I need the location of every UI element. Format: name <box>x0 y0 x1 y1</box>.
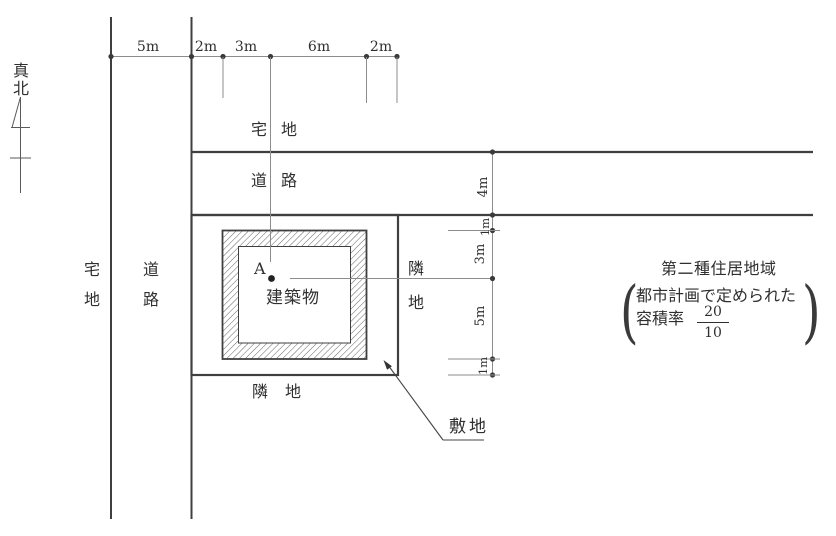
volume-ratio-fraction: 20 10 <box>697 305 729 340</box>
dim-label-2m-2: 2m <box>369 39 393 55</box>
upper-plot-label: 宅地 <box>251 120 312 139</box>
true-north-label: 真北 <box>10 62 29 98</box>
zoning-paren-close: ) <box>802 273 821 352</box>
dim-dot <box>489 275 496 282</box>
dim-label-5m: 5m <box>136 39 160 55</box>
dim-dot <box>394 53 400 60</box>
building-label: 建築物 <box>266 288 320 308</box>
zoning-title: 第二種住居地域 <box>661 259 777 278</box>
bottom-neighbor-label: 隣地 <box>252 382 319 401</box>
dim-label-4m: 4m <box>476 176 491 198</box>
dim-label-5m-right: 5m <box>473 305 488 327</box>
dim-label-3m: 3m <box>234 39 258 55</box>
dim-dot <box>108 53 114 60</box>
dim-label-1m-2: 1m <box>476 356 490 376</box>
building-interior <box>238 246 351 344</box>
zoning-paren-open: ( <box>620 273 639 352</box>
point-a-dot <box>268 275 275 282</box>
dim-dot <box>188 53 195 60</box>
dim-label-6m: 6m <box>307 39 331 55</box>
zoning-note-line2: 容積率 <box>636 309 685 328</box>
site-label: 敷地 <box>449 417 489 437</box>
left-road-label: 道路 <box>140 261 159 321</box>
dim-label-2m: 2m <box>194 39 218 55</box>
dim-label-1m: 1m <box>478 217 492 237</box>
dim-dot <box>363 53 370 60</box>
upper-road-label: 道路 <box>251 171 312 190</box>
dim-dot <box>267 53 274 60</box>
zoning-note-line1: 都市計画で定められた <box>636 286 797 305</box>
point-a-label: A <box>254 259 266 278</box>
site-boundary <box>190 213 400 377</box>
left-plot-label: 宅地 <box>81 261 100 321</box>
dim-dot <box>220 53 226 60</box>
site-leader-arrow-icon <box>383 360 484 441</box>
north-arrow-icon <box>10 96 31 193</box>
right-neighbor-label: 隣地 <box>405 260 424 328</box>
ratio-denominator: 10 <box>704 325 722 341</box>
dim-dot <box>489 149 496 155</box>
dim-label-3m-right: 3m <box>473 243 488 265</box>
ratio-numerator: 20 <box>697 305 729 323</box>
dim-dot <box>489 212 496 218</box>
